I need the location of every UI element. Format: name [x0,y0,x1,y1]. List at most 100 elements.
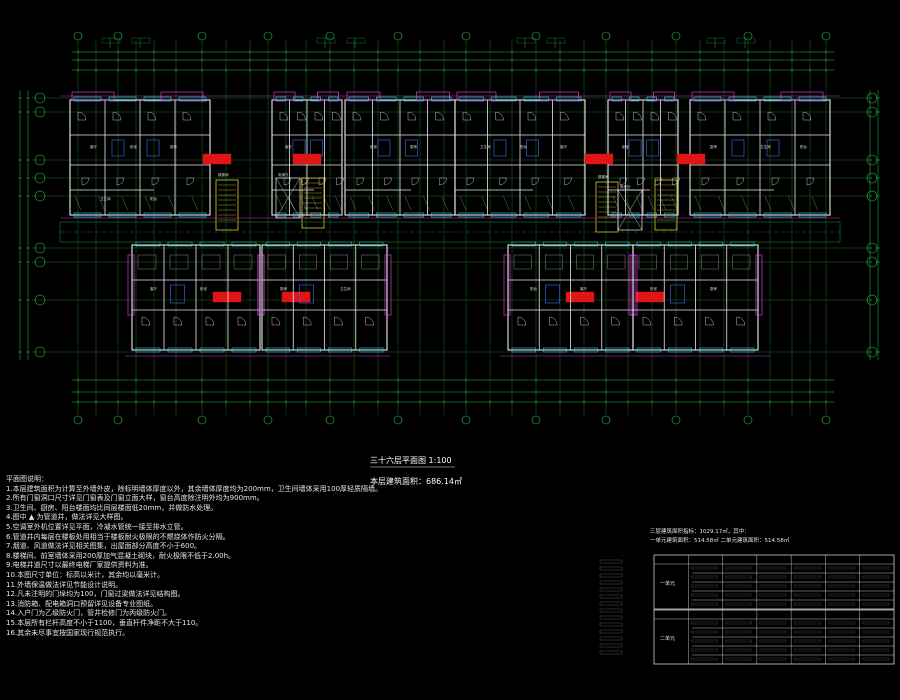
balcony-outline [630,254,638,316]
axis-bubble [34,294,46,306]
fixture-outline [628,139,642,157]
table-cell-text [828,566,855,570]
door-swing [650,111,660,121]
window-opening [458,96,484,102]
table-cell-text [725,602,752,606]
note-figure [599,580,623,585]
room-label: 厨房 [710,286,718,291]
note-line: 2.所有门窗洞口尺寸详见门窗表及门窗立面大样，窗台高度除注明外均为900mm。 [6,494,264,503]
table-cell-text [794,657,821,661]
door-swing [564,177,572,186]
window-opening [763,96,792,102]
window-opening [556,96,582,102]
stair-hatch [459,195,467,211]
note-figure [599,643,623,648]
furniture-outline [732,254,751,270]
window-opening [693,212,722,218]
table-cell-text [794,584,821,588]
room-label: 厨房 [410,144,418,149]
axis-bubble [263,415,273,425]
room-label: 卧室 [622,144,630,149]
stair-hatch [647,195,655,211]
stair-hatch [694,195,702,211]
door-swing [77,111,87,121]
door-swing [271,316,281,326]
table-cell-text [725,657,752,661]
window-opening [693,96,722,102]
note-figure [599,629,623,634]
stair-hatch [335,195,342,211]
stair-hatch [98,195,105,211]
door-swing [633,111,642,121]
room-label: 客厅 [560,144,568,149]
window-opening [605,347,630,353]
drawing-title: 三十六层平面图 1:100 [370,456,452,465]
axis-bubble [821,415,831,425]
door-swing [116,177,125,186]
door-swing [495,111,504,121]
window-opening [143,96,172,102]
window-opening [664,96,675,102]
furniture-outline [576,254,594,270]
table-cell-text [759,575,787,579]
unit-tag-box [635,291,665,303]
stair-hatch [788,195,795,211]
table-cell-text [691,630,718,634]
door-swing [701,177,710,186]
elevator-shaft [617,189,643,231]
axis-bubble [34,154,46,166]
window-opening [646,96,657,102]
table-cell-text [862,575,890,579]
table-cell-text [828,602,855,606]
note-figure [599,566,623,571]
note-figure [599,601,623,606]
unit-tag-box [202,153,232,165]
window-opening [293,212,304,218]
stair-hatch [74,195,82,211]
door-swing [674,316,683,326]
unit-tag-box [584,153,614,165]
stair-hatch [191,195,198,211]
window-opening [376,212,397,218]
table-cell-text [691,621,718,625]
door-swing [332,111,341,121]
stair-hatch [121,195,128,211]
notes-heading: 平面图说明： [6,475,48,483]
table-cell-text [725,639,752,643]
area-summary-1: 三层建筑面积指标：1029.17㎡，其中： [650,529,750,535]
door-swing [435,111,444,121]
note-line: 16.其余未尽事宜按国家现行规范执行。 [6,628,130,637]
window-opening [798,212,827,218]
window-opening [667,347,692,353]
unit-tag-box [676,153,706,165]
table-cell-text [794,630,821,634]
stair-hatch [423,195,430,211]
window-opening [611,212,622,218]
furniture-outline [513,254,532,270]
table-cell-text [725,593,752,597]
window-opening [798,96,827,102]
door-swing [637,177,645,186]
door-swing [297,111,306,121]
window-opening [73,96,102,102]
stair-hatch [671,195,678,211]
floor-area-label: 本层建筑面积： [370,477,426,486]
axis-bubble [743,415,753,425]
plan-notes: 平面图说明： 1.本层建筑面积为计算至外墙外皮，除标明墙体厚度以外，其余墙体厚度… [6,475,626,638]
table-cell-text [794,575,821,579]
note-line: 1.本层建筑面积为计算至外墙外皮，除标明墙体厚度以外，其余墙体厚度均为200mm… [6,484,383,493]
door-swing [147,111,157,121]
window-opening [348,96,369,102]
door-swing [112,111,122,121]
axis-bubble [34,172,46,184]
table-cell-text [828,575,855,579]
axis-bubble [34,190,46,202]
note-figure [599,615,623,620]
room-label: 客厅 [580,286,588,291]
table-cell-text [759,566,787,570]
table-cell-text [759,657,787,661]
door-swing [356,177,365,186]
window-opening [296,347,321,353]
window-opening [523,212,549,218]
